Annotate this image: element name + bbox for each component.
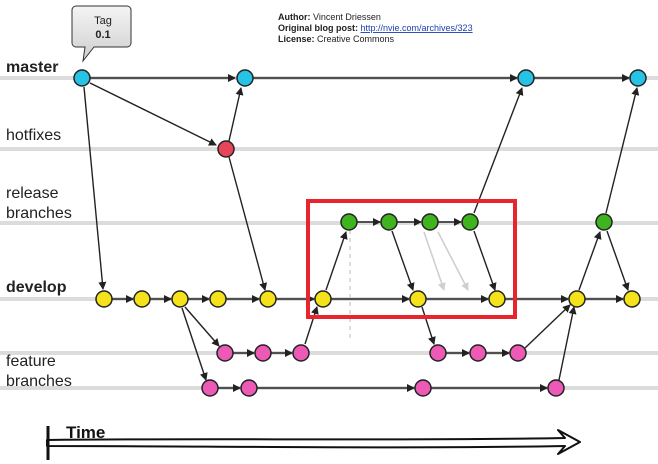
time-label: Time xyxy=(66,423,105,442)
commit-develop xyxy=(409,290,427,308)
svg-text:License: Creative Commons: License: Creative Commons xyxy=(278,34,395,44)
meta-blog-label: Original blog post: xyxy=(278,23,358,33)
commit-develop xyxy=(623,290,641,308)
svg-text:Author: Vincent Driessen: Author: Vincent Driessen xyxy=(278,12,381,22)
commit-develop xyxy=(209,290,227,308)
arrow-rel-dev-1 xyxy=(391,230,415,291)
meta-license-label: License: xyxy=(278,34,315,44)
time-arrow xyxy=(46,429,581,455)
commits-release xyxy=(340,213,613,231)
commits-master xyxy=(73,69,647,87)
commits-hotfix xyxy=(217,140,235,158)
lane-label-release-1: release xyxy=(6,185,59,202)
light-arrow-2 xyxy=(437,231,469,291)
arrow-dev-release-2 xyxy=(578,231,602,291)
commit-master xyxy=(517,69,535,87)
arrow-dev-feat2 xyxy=(181,307,208,381)
arrow-master-hotfix xyxy=(89,82,217,146)
light-arrows xyxy=(423,231,469,291)
time-axis: Time xyxy=(46,423,581,460)
commit-develop xyxy=(488,290,506,308)
commit-feature xyxy=(429,344,447,362)
commit-release xyxy=(595,213,613,231)
meta-author-label: Author: xyxy=(278,12,311,22)
commit-feature xyxy=(292,344,310,362)
commit-master xyxy=(236,69,254,87)
lane-label-feature-1: feature xyxy=(6,353,56,370)
commit-feature xyxy=(216,344,234,362)
arrows xyxy=(83,74,640,392)
lane-label-feature-2: branches xyxy=(6,373,72,390)
arrow-hotfix-develop xyxy=(228,156,268,291)
commits-develop xyxy=(95,290,641,308)
commit-feature xyxy=(547,379,565,397)
commit-release xyxy=(421,213,439,231)
arrow-feat3-dev xyxy=(524,304,571,349)
commit-master xyxy=(629,69,647,87)
commit-develop xyxy=(95,290,113,308)
commit-release xyxy=(340,213,358,231)
tag-line-1: Tag xyxy=(94,15,112,27)
tag-line-2: 0.1 xyxy=(95,29,110,41)
arrow-dev-feat3 xyxy=(421,306,436,345)
lane-label-release-2: branches xyxy=(6,205,72,222)
arrow-rel2-master xyxy=(605,87,640,214)
commit-feature xyxy=(414,379,432,397)
svg-text:Original blog post: http://nvi: Original blog post: http://nvie.com/arch… xyxy=(278,23,473,33)
commit-develop xyxy=(568,290,586,308)
commit-feature xyxy=(509,344,527,362)
arrow-rel-dev-2 xyxy=(473,230,497,291)
commit-develop xyxy=(171,290,189,308)
arrow-hotfix-master xyxy=(228,87,244,142)
lanes xyxy=(0,76,658,390)
commit-release xyxy=(380,213,398,231)
commits-feature xyxy=(201,344,565,397)
commit-develop xyxy=(133,290,151,308)
commit-release xyxy=(461,213,479,231)
commit-feature xyxy=(469,344,487,362)
meta-license-value: Creative Commons xyxy=(315,34,395,44)
arrow-master-develop xyxy=(83,86,107,290)
arrow-feat1-dev xyxy=(304,306,319,345)
commit-develop xyxy=(259,290,277,308)
commit-develop xyxy=(314,290,332,308)
commit-feature xyxy=(201,379,219,397)
highlight-box xyxy=(306,199,517,319)
arrow-rel2-dev xyxy=(606,230,630,291)
arrow-dev-release xyxy=(325,231,348,291)
tag-callout: Tag 0.1 xyxy=(71,5,132,63)
lane-label-master: master xyxy=(6,59,58,76)
meta-author-value: Vincent Driessen xyxy=(311,12,381,22)
arrow-rel-master xyxy=(473,87,524,214)
commit-master xyxy=(73,69,91,87)
commit-feature xyxy=(254,344,272,362)
light-arrow-1 xyxy=(423,231,446,291)
lane-label-develop: develop xyxy=(6,279,67,296)
lane-label-hotfixes: hotfixes xyxy=(6,127,61,144)
meta-info: Author: Vincent Driessen Original blog p… xyxy=(278,12,473,44)
commit-hotfix xyxy=(217,140,235,158)
meta-blog-link[interactable]: http://nvie.com/archives/323 xyxy=(361,23,473,33)
arrow-feat2-dev xyxy=(558,306,577,381)
commit-feature xyxy=(240,379,258,397)
arrow-dev-feat1 xyxy=(184,306,220,347)
